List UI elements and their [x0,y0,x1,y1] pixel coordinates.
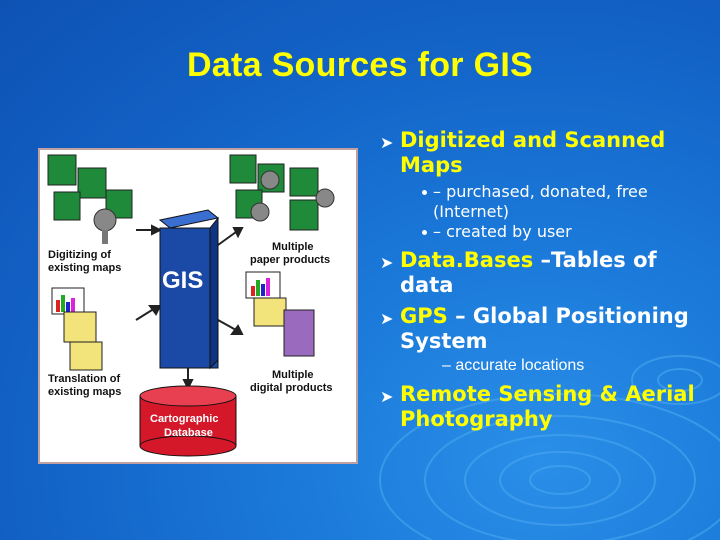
bullet-databases: ➤ Data.Bases –Tables of data [380,248,700,298]
paper-label-2: paper products [250,254,330,266]
slide-title: Data Sources for GIS [186,46,534,84]
bullet-remote-sensing: ➤ Remote Sensing & Aerial Photography [380,382,700,432]
digital-label-2: digital products [250,382,333,394]
bullet-highlight: GPS [400,304,448,328]
digitizing-label-1: Digitizing of [48,249,111,261]
database-label-1: Cartographic [150,413,218,425]
bullet-text: –Tables of data [400,248,657,297]
chart-documents-right [245,271,315,357]
dot-bullet-icon [422,190,427,195]
bullet-highlight: Data.Bases [400,248,534,272]
paper-label-1: Multiple [272,241,314,253]
gis-label: GIS [162,267,203,294]
map-tiles-left [47,154,133,244]
database-label-2: Database [164,427,213,439]
database-cylinder [139,385,237,457]
bullet-digitized-maps: ➤ Digitized and Scanned Maps [380,128,700,178]
arrow-bullet-icon: ➤ [380,133,394,152]
sub-bullet-accurate: – accurate locations [442,357,585,374]
sub-bullet-created: – created by user [380,222,700,242]
digitizing-label-2: existing maps [48,262,121,274]
arrow-bullet-icon: ➤ [380,387,394,406]
sub-bullet-text: – purchased, donated, free (Internet) [433,182,648,221]
translation-label-1: Translation of [48,373,120,385]
bullet-text: Digitized and Scanned Maps [400,128,666,177]
map-tiles-right [229,154,335,231]
sub-bullet-purchased: – purchased, donated, free (Internet) [380,182,700,222]
chart-documents-left [51,287,103,371]
gis-data-sources-diagram: GIS Digitizing of existing maps Multiple… [38,148,358,464]
bullet-gps: ➤ GPS – Global Positioning System [380,304,700,354]
arrow-bullet-icon: ➤ [380,309,394,328]
digital-label-1: Multiple [272,369,314,381]
arrow-bullet-icon: ➤ [380,253,394,272]
translation-label-2: existing maps [48,386,121,398]
bullet-text: – Global Positioning System [400,304,689,353]
sub-bullet-text: – created by user [433,222,572,241]
dot-bullet-icon [422,230,427,235]
gis-box [158,209,220,370]
bullet-list: ➤ Digitized and Scanned Maps – purchased… [380,128,700,438]
bullet-text: Remote Sensing & Aerial Photography [400,382,695,431]
